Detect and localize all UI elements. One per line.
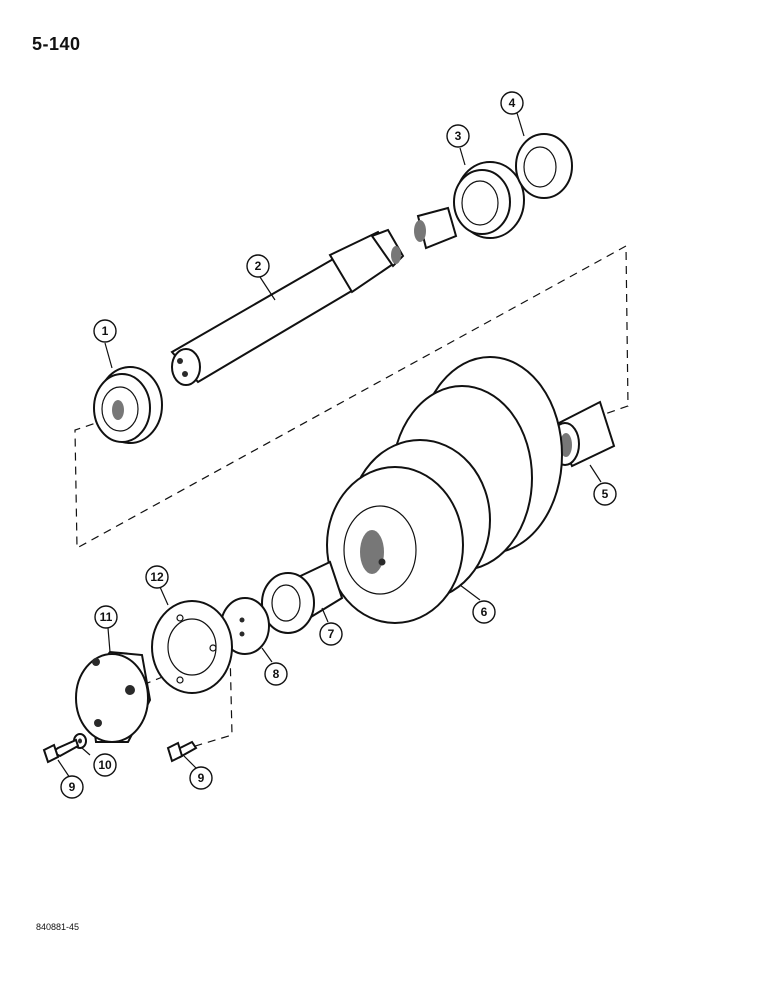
callout-4: 4 xyxy=(500,91,524,115)
svg-text:9: 9 xyxy=(198,771,205,785)
part-6-roller xyxy=(326,356,563,624)
part-7-flanged-bushing xyxy=(261,560,344,634)
svg-text:8: 8 xyxy=(273,667,280,681)
shaft-sleeve xyxy=(414,206,458,250)
svg-text:4: 4 xyxy=(509,96,516,110)
svg-text:2: 2 xyxy=(255,259,262,273)
alignment-line-upper xyxy=(74,244,629,550)
callout-9-left: 9 xyxy=(60,775,84,799)
callout-1: 1 xyxy=(93,319,117,343)
page-number: 5-140 xyxy=(32,34,81,54)
svg-text:7: 7 xyxy=(328,627,335,641)
part-12-plate xyxy=(151,600,233,694)
callout-12: 12 xyxy=(145,565,169,589)
callout-5: 5 xyxy=(593,482,617,506)
callout-8: 8 xyxy=(264,662,288,686)
part-9-bolt-right xyxy=(166,740,198,763)
part-3-bearing xyxy=(453,161,525,239)
part-9-bolt-left xyxy=(42,738,80,764)
svg-text:1: 1 xyxy=(102,324,109,338)
svg-text:9: 9 xyxy=(69,780,76,794)
callout-6: 6 xyxy=(472,600,496,624)
callout-2: 2 xyxy=(246,254,270,278)
svg-text:3: 3 xyxy=(455,129,462,143)
svg-text:10: 10 xyxy=(98,758,112,772)
callout-7: 7 xyxy=(319,622,343,646)
document-code: 840881-45 xyxy=(36,922,80,932)
part-11-end-cap xyxy=(75,650,152,743)
part-4-cup xyxy=(515,133,573,199)
callout-10: 10 xyxy=(93,753,117,777)
svg-text:5: 5 xyxy=(602,487,609,501)
part-2-shaft xyxy=(170,228,405,386)
svg-text:6: 6 xyxy=(481,605,488,619)
callout-11: 11 xyxy=(94,605,118,629)
svg-text:12: 12 xyxy=(150,570,164,584)
svg-text:11: 11 xyxy=(100,610,113,624)
leader-lines xyxy=(57,112,602,779)
callout-9-right: 9 xyxy=(189,766,213,790)
callout-3: 3 xyxy=(446,124,470,148)
part-1-seal xyxy=(93,366,163,444)
